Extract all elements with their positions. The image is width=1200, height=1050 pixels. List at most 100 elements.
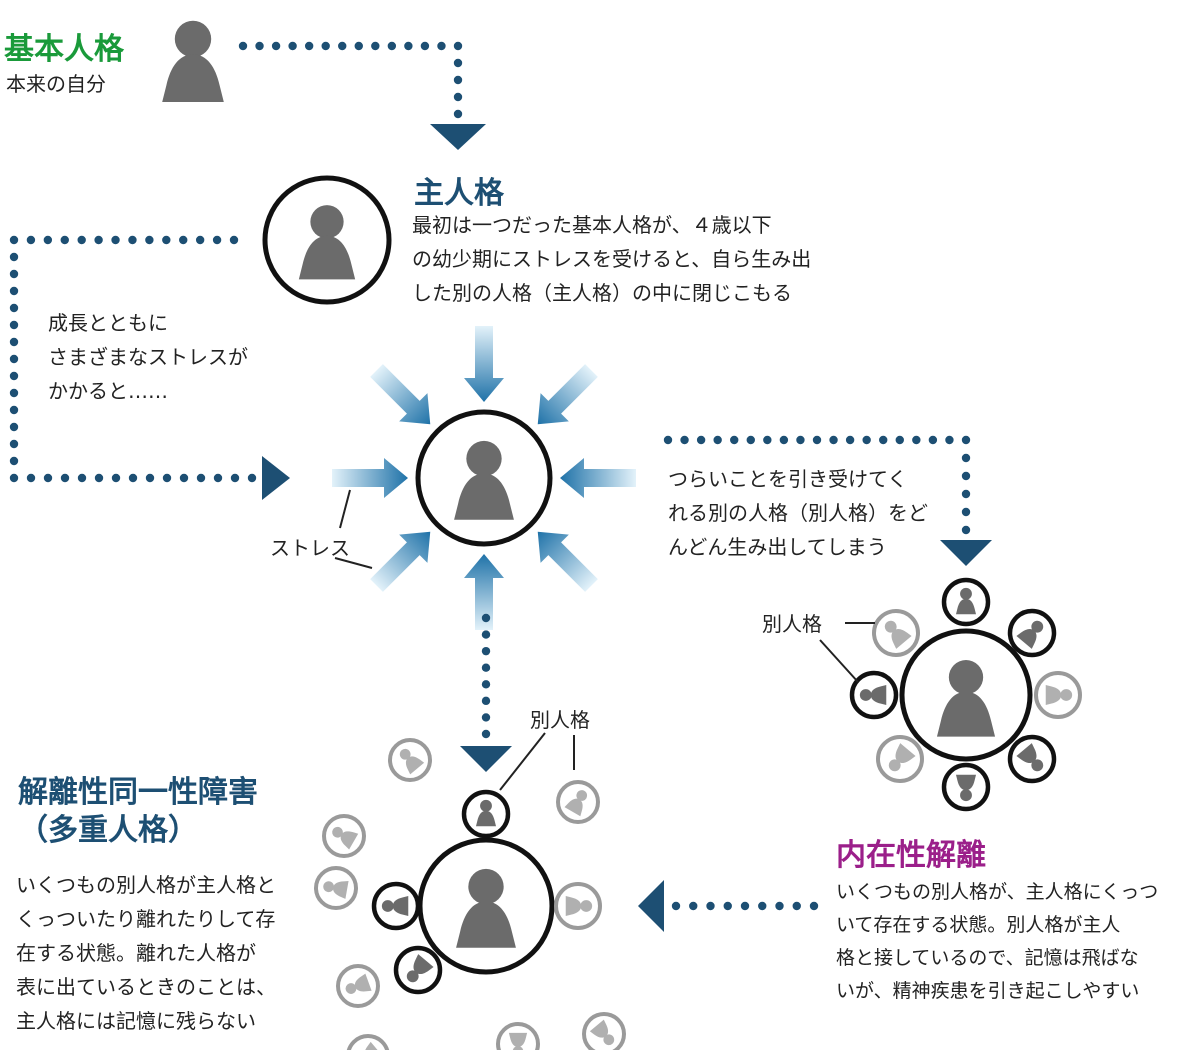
basic-subtitle: 本来の自分 — [6, 72, 106, 96]
did-cluster — [314, 738, 626, 1050]
dot — [671, 901, 681, 911]
stress-arrows — [332, 326, 636, 630]
dot — [481, 630, 491, 639]
stress-arrow — [537, 531, 598, 592]
dot — [128, 473, 138, 483]
dot — [9, 269, 19, 279]
dot — [812, 435, 822, 445]
dot — [961, 525, 971, 535]
main-desc-line: した別の人格（主人格）の中に閉じこもる — [412, 281, 792, 305]
dot — [26, 473, 36, 483]
dot — [961, 489, 971, 499]
dot — [230, 473, 240, 483]
dot — [387, 41, 397, 51]
stress-arrow — [370, 364, 431, 425]
alter-personality-icon — [941, 577, 991, 627]
dotted-arrow-internal-to-did — [638, 880, 819, 932]
alter-personality-icon — [393, 945, 443, 995]
dot — [862, 435, 871, 445]
dot — [928, 435, 938, 445]
basic-title: 基本人格 — [4, 32, 124, 67]
internal-desc-line: いが、精神疾患を引き起こしやすい — [836, 980, 1140, 1002]
alter-label-lines-bottom — [499, 732, 575, 791]
did-desc-line: 在する状態。離れた人格が — [16, 941, 256, 965]
main-desc: 最初は一つだった基本人格が、４歳以下 の幼少期にストレスを受けると、自ら生み出 … — [412, 208, 811, 310]
dot — [9, 456, 19, 466]
dot — [663, 435, 673, 445]
dot — [60, 473, 70, 483]
dot — [961, 471, 971, 481]
internal-dissociation-cluster — [849, 577, 1082, 812]
dot — [60, 235, 69, 245]
dot — [338, 41, 347, 51]
alter-personality-icon — [849, 670, 899, 720]
did-desc-line: くっついたり離れたりして存 — [16, 907, 276, 931]
dot — [354, 41, 363, 51]
alter-label-bottom: 別人格 — [530, 708, 590, 732]
did-desc-line: 主人格には記憶に残らない — [16, 1009, 256, 1033]
dot — [420, 41, 430, 51]
dot — [321, 41, 330, 51]
dot — [94, 235, 103, 245]
dot — [43, 235, 53, 245]
dot — [696, 435, 706, 445]
dot — [179, 235, 188, 245]
dot — [481, 713, 491, 722]
dot — [255, 41, 264, 51]
dot — [9, 354, 19, 364]
alter-personality-icon — [582, 1012, 626, 1050]
dot — [453, 92, 463, 102]
dot — [453, 75, 463, 85]
dot — [809, 901, 819, 911]
alter-personality-icon — [556, 780, 600, 824]
dot — [792, 901, 801, 911]
growth-line: さまざまなストレスが — [48, 345, 248, 369]
internal-desc-line: いて存在する状態。別人格が主人 — [836, 914, 1121, 936]
stress-arrow — [464, 554, 504, 630]
spawn-line: つらいことを引き受けてく — [668, 467, 908, 491]
dotted-arrow-basic-to-main — [238, 41, 486, 150]
dot — [9, 422, 19, 432]
main-person-circle — [262, 175, 392, 305]
stress-arrow — [560, 458, 636, 498]
dot — [481, 696, 491, 706]
dot — [162, 235, 171, 245]
spawn-line: んどん生み出してしまう — [668, 535, 887, 559]
right-main-person — [899, 628, 1033, 762]
dot — [162, 473, 172, 483]
internal-title: 内在性解離 — [836, 838, 986, 873]
spawn-line: れる別の人格（別人格）をど — [668, 501, 928, 525]
growth-text: 成長とともに さまざまなストレスが かかると…… — [48, 306, 248, 408]
alter-personality-icon — [346, 1034, 390, 1050]
did-title-line2: （多重人格） — [18, 813, 198, 848]
dot — [680, 435, 689, 445]
dot — [94, 473, 104, 483]
dot — [9, 320, 19, 330]
stress-arrow — [537, 364, 598, 425]
dot — [879, 435, 888, 445]
main-desc-line: 最初は一つだった基本人格が、４歳以下 — [412, 213, 772, 237]
did-title-line1: 解離性同一性障害 — [18, 775, 258, 810]
spawn-text: つらいことを引き受けてく れる別の人格（別人格）をど んどん生み出してしまう — [668, 462, 928, 564]
alter-personality-icon — [941, 762, 991, 812]
center-person-circle — [415, 409, 553, 547]
dot — [481, 680, 491, 689]
alter-personality-icon — [872, 609, 920, 657]
alter-personality-icon — [876, 735, 924, 783]
internal-desc-line: いくつもの別人格が、主人格にくっつ — [836, 881, 1159, 903]
dot — [43, 473, 53, 483]
dot — [26, 235, 36, 245]
stress-arrow — [370, 531, 431, 592]
dot — [961, 435, 971, 445]
dot — [481, 646, 491, 656]
dot — [304, 41, 314, 51]
dot — [481, 613, 491, 623]
dot — [775, 901, 784, 911]
dotted-arrow-spawn — [663, 435, 992, 566]
main-title: 主人格 — [414, 176, 504, 211]
stress-arrow — [332, 458, 408, 498]
dot — [895, 435, 904, 445]
did-desc-line: 表に出ているときのことは、 — [16, 975, 276, 999]
